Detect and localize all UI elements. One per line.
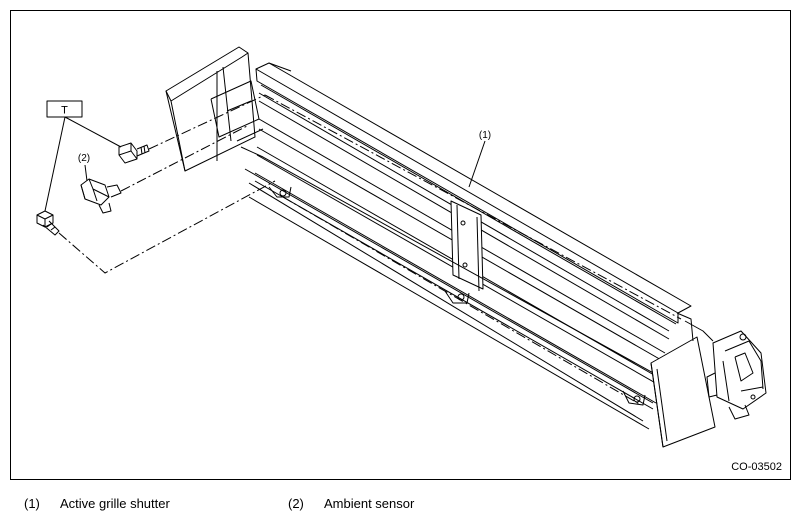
actuator-motor [706,330,767,420]
active-grille-shutter [165,46,767,448]
figure-code: CO-03502 [731,461,782,473]
assembly-centerlines [58,94,682,406]
diagram-frame: T (1) (2) CO-03502 [10,10,791,480]
mounting-tab [622,390,646,406]
leader-lines [44,116,486,212]
right-end-bracket [650,312,716,448]
lower-bolt [36,210,60,236]
legend: (1) Active grille shutter (2) Ambient sens… [0,493,804,517]
callout-1: (1) [479,130,491,141]
left-end-bracket [165,46,264,172]
center-divider [450,200,484,292]
legend-item: (2) Ambient sensor [288,496,414,511]
legend-label: Active grille shutter [60,496,170,511]
exploded-view-drawing: T (1) (2) [36,46,767,448]
bottom-rail [240,146,658,422]
top-rail [255,62,692,325]
legend-label: Ambient sensor [324,496,415,511]
tightening-marker: T [61,105,68,117]
legend-number: (2) [288,496,304,511]
upper-bolt [118,142,150,164]
legend-number: (1) [24,496,40,511]
callout-2: (2) [78,153,90,164]
tightening-marker-box [46,100,83,118]
ambient-sensor [80,178,122,214]
legend-item: (1) Active grille shutter [24,496,170,511]
